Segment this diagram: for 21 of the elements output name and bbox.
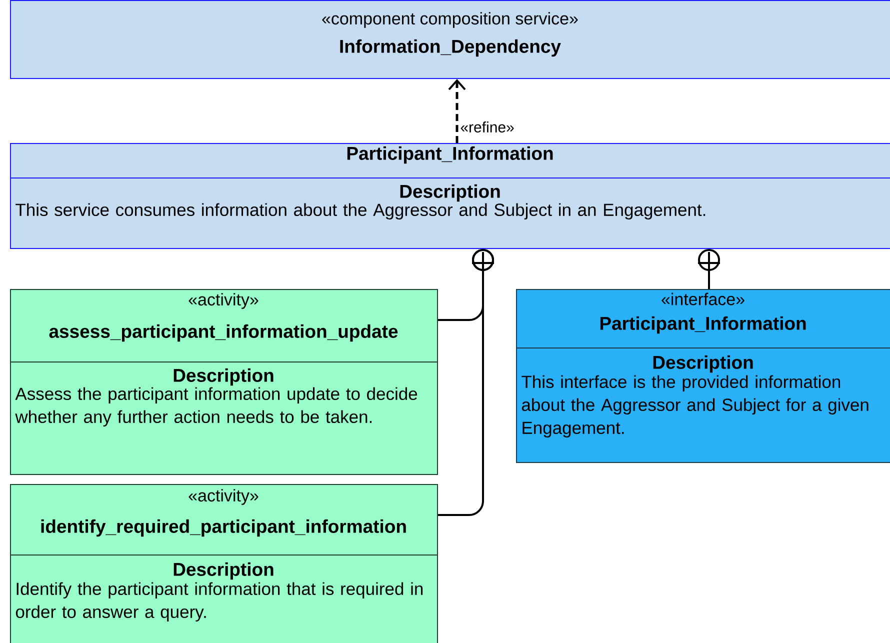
connector: [697, 249, 721, 289]
class-name: Participant_Information: [347, 146, 553, 164]
description-text: Assess the participant information update to decide whether any further action needs to be taken.: [15, 387, 418, 427]
section-heading: Description: [174, 368, 274, 386]
class-name: identify_required_participant_information: [41, 519, 406, 537]
edge-label: «refine»: [460, 122, 514, 132]
stereotype-label: «component composition service»: [322, 12, 578, 28]
section-heading: Description: [400, 184, 500, 202]
connector: [438, 249, 495, 516]
description-text: This interface is the provided information about the Aggressor and Subject for a given Engagement.: [522, 375, 868, 438]
section-heading: Description: [174, 562, 274, 580]
class-name: Information_Dependency: [340, 39, 561, 57]
description-text: This service consumes information about the Aggressor and Subject in an Engagement.: [16, 203, 706, 220]
description-text: Identify the participant information that is required in order to answer a query.: [16, 582, 423, 622]
connector: [448, 79, 466, 143]
stereotype-label: «activity»: [188, 293, 258, 309]
stereotype-label: «activity»: [188, 489, 258, 505]
stereotype-label: «interface»: [662, 292, 744, 306]
section-heading: Description: [653, 355, 753, 373]
class-name: Participant_Information: [600, 316, 806, 334]
class-name: assess_participant_information_update: [49, 324, 398, 342]
